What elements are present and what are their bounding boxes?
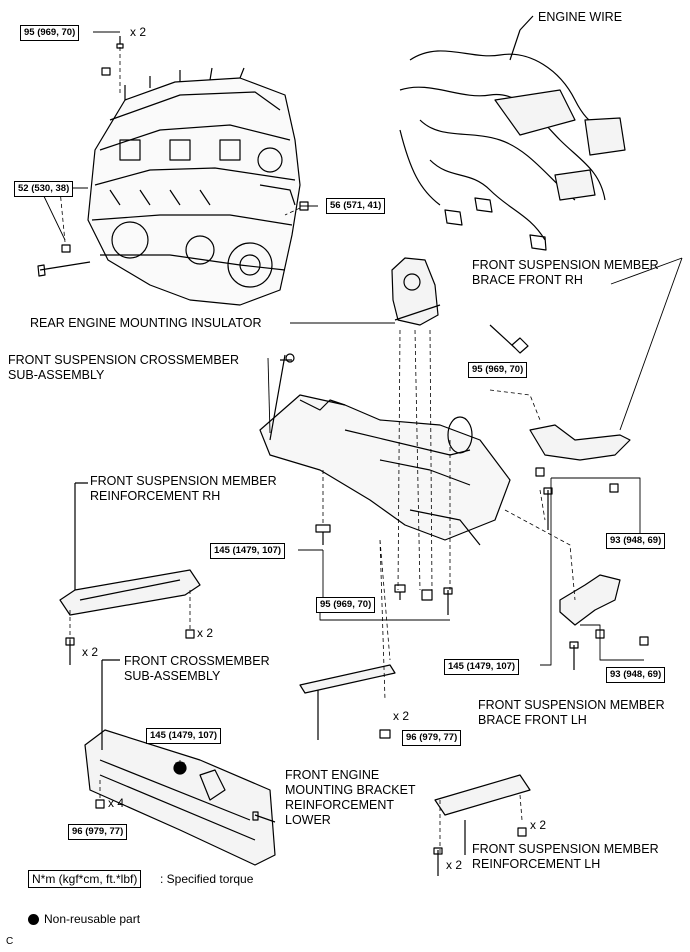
label-rear-engine-mounting-insulator: REAR ENGINE MOUNTING INSULATOR	[30, 316, 262, 330]
quantity-label: x 4	[108, 796, 125, 810]
quantity-label: x 2	[82, 645, 99, 659]
torque-unit-box: N*m (kgf*cm, ft.*lbf)	[28, 870, 142, 888]
torque-box: 145 (1479, 107)	[444, 659, 520, 675]
non-reusable-description: Non-reusable part	[44, 912, 141, 926]
torque-box: 145 (1479, 107)	[146, 728, 222, 744]
bracket-reinforcement-lower	[299, 664, 396, 740]
brace-front-rh	[529, 424, 631, 461]
torque-box: 96 (979, 77)	[68, 824, 128, 840]
corner-mark: C	[6, 936, 14, 947]
quantity-label: x 2	[446, 858, 463, 872]
torque-box: 52 (530, 38)	[14, 181, 74, 197]
label-reinforcement-lh: FRONT SUSPENSION MEMBER REINFORCEMENT LH	[472, 842, 659, 871]
torque-box: 145 (1479, 107)	[210, 543, 286, 559]
rear-engine-mounting-insulator	[391, 257, 441, 326]
engine-wire	[399, 15, 626, 251]
non-reusable-dot-icon	[28, 914, 39, 925]
torque-box: 95 (969, 70)	[20, 25, 80, 41]
quantity-label: x 2	[130, 25, 147, 39]
quantity-label: x 2	[197, 626, 214, 640]
reinforcement-rh	[59, 482, 201, 616]
label-brace-front-rh: FRONT SUSPENSION MEMBER BRACE FRONT RH	[472, 258, 659, 287]
front-crossmember	[84, 659, 276, 866]
torque-box: 96 (979, 77)	[402, 730, 462, 746]
label-bracket-reinforcement: FRONT ENGINE MOUNTING BRACKET REINFORCEM…	[285, 768, 416, 827]
torque-box: 93 (948, 69)	[606, 667, 666, 683]
quantity-label: x 2	[530, 818, 547, 832]
front-suspension-crossmember	[259, 353, 511, 546]
label-crossmember: FRONT SUSPENSION CROSSMEMBER SUB-ASSEMBL…	[8, 353, 240, 382]
brace-front-lh	[559, 574, 621, 626]
torque-box: 95 (969, 70)	[316, 597, 376, 613]
label-reinforcement-rh: FRONT SUSPENSION MEMBER REINFORCEMENT RH	[90, 474, 277, 503]
bolts	[37, 36, 649, 876]
reinforcement-lh	[434, 774, 531, 855]
label-engine-wire: ENGINE WIRE	[538, 10, 623, 24]
engine-assembly	[87, 67, 301, 306]
quantity-label: x 2	[393, 709, 410, 723]
torque-box: 93 (948, 69)	[606, 533, 666, 549]
label-front-crossmember: FRONT CROSSMEMBER SUB-ASSEMBLY	[124, 654, 270, 683]
label-brace-front-lh: FRONT SUSPENSION MEMBER BRACE FRONT LH	[478, 698, 665, 727]
torque-box: 95 (969, 70)	[468, 362, 528, 378]
torque-unit-description: : Specified torque	[160, 872, 254, 886]
torque-box: 56 (571, 41)	[326, 198, 386, 214]
